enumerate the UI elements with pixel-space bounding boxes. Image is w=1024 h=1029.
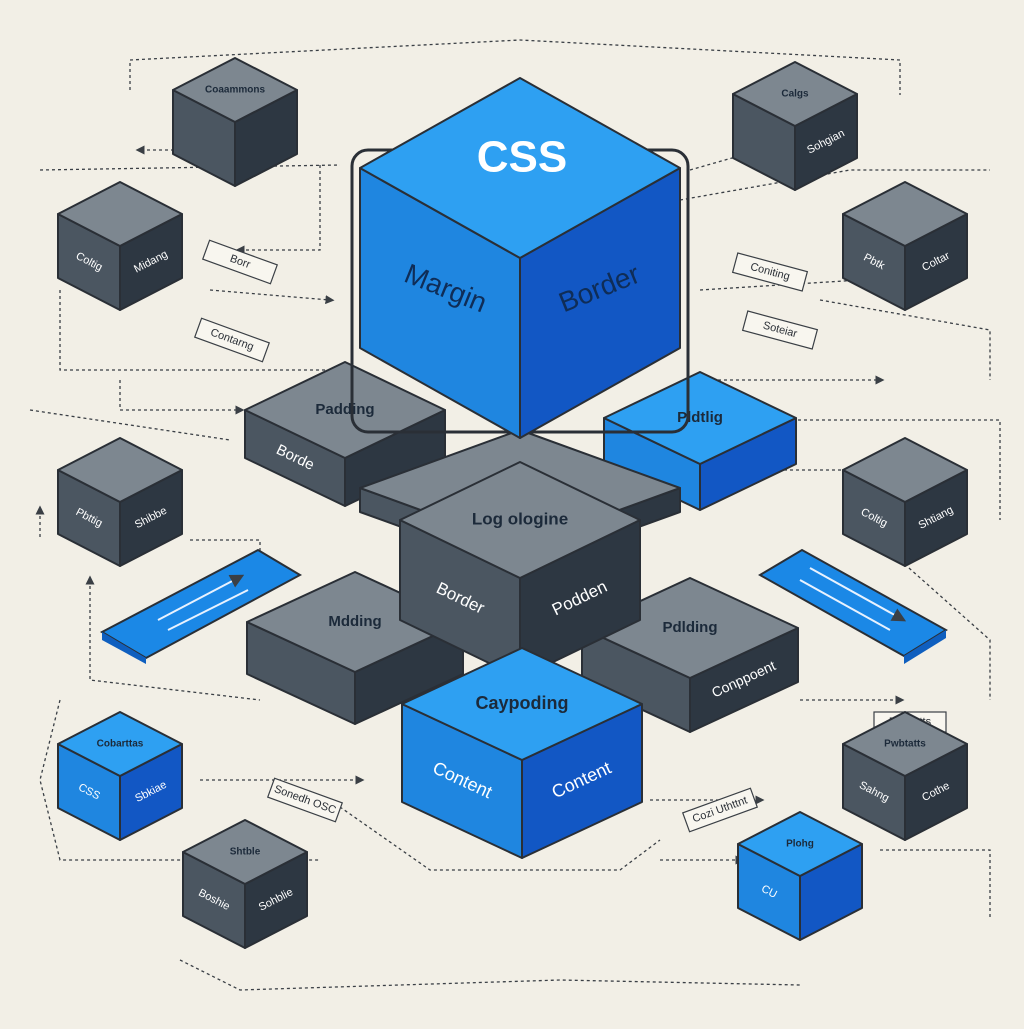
box-face-top [737,811,863,877]
box-top-label: Shtble [230,847,261,858]
connector-line [899,559,991,700]
box-face-top [244,361,446,459]
connector-line [780,419,1001,520]
box-face-top [57,711,183,777]
box-face-top [359,77,681,259]
slab-lower-left: Mdding [246,571,464,725]
connector-line [329,799,661,871]
box-face-top [842,711,968,777]
connector-tag: Soteiar [741,310,819,350]
connector-line [679,169,990,201]
box-face-top [182,819,308,885]
flat-panel-left [99,548,303,664]
connector-line [235,165,321,255]
box-top-label: Log ologine [472,509,568,528]
box-face-top [57,437,183,503]
box-face-top [172,57,298,123]
box-face-top [399,461,641,579]
box-top-label: Pldtlig [677,409,723,426]
connector-tag: Borr [201,239,279,285]
connector-line [29,409,231,441]
flat-panel-right [758,548,948,664]
box-top-label: Coaammons [205,85,265,96]
connector-tag: Sonedh OSC [266,777,344,823]
box-face-top [842,181,968,247]
connector-line [880,849,991,920]
box-top-label: Padding [315,401,374,418]
connector-line [209,289,335,305]
box-face-top [603,371,797,465]
box-face-top [401,647,643,761]
connector-line [179,959,801,991]
box-top-label: Pdlding [663,619,718,636]
connector-tag: Cozi Uthttnt [681,787,759,833]
connector-line [59,290,330,371]
box-face-top [842,437,968,503]
box-top-label: Pwbtatts [884,739,926,750]
small-cube: Coaammons [172,57,298,187]
main-cube-title: CSS [477,133,567,182]
connector-line [119,380,245,415]
connector-line [819,299,991,380]
box-top-label: Plohg [786,839,814,850]
box-face-top [57,181,183,247]
connector-line [129,39,901,95]
connector-tag: Coniting [731,252,809,292]
box-top-label: Caypoding [476,693,569,713]
box-top-label: Mdding [328,613,381,630]
box-face-top [732,61,858,127]
box-top-label: Cobarttas [97,739,144,750]
connector-tag: Contarng [193,317,271,363]
box-top-label: Calgs [781,89,809,100]
connector-line [39,164,341,171]
